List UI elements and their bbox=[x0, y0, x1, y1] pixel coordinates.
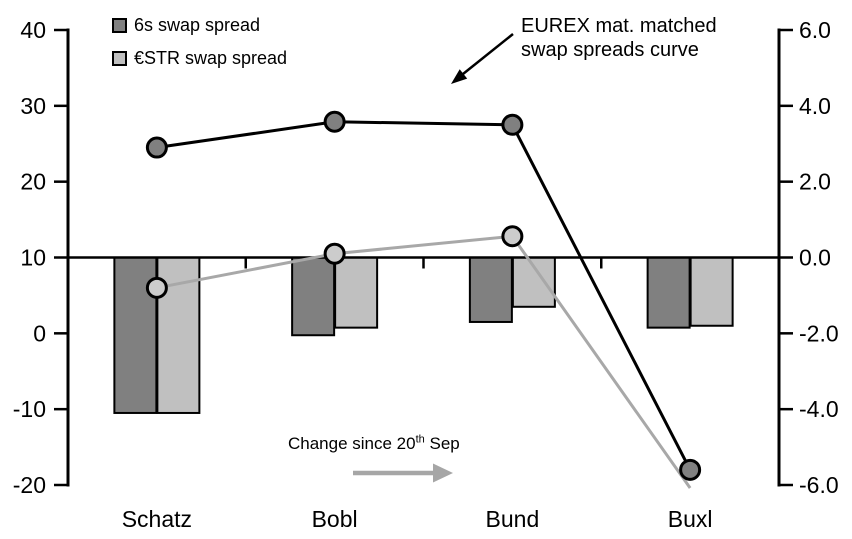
curve-annotation-arrow bbox=[462, 33, 514, 75]
legend-item-6s: 6s swap spread bbox=[112, 15, 287, 35]
category-label-bobl: Bobl bbox=[312, 506, 358, 532]
left-axis-tick-label: 20 bbox=[20, 169, 46, 195]
line-6s-curve bbox=[156, 120, 692, 471]
change-annotation-superscript: th bbox=[415, 433, 425, 446]
change-annotation: Change since 20th Sep bbox=[288, 434, 460, 454]
legend-item-estr: €STR swap spread bbox=[112, 48, 288, 68]
right-axis-tick-label: -4.0 bbox=[799, 396, 839, 422]
right-axis-tick-label: 6.0 bbox=[799, 17, 831, 43]
right-axis-tick-label: 4.0 bbox=[799, 93, 831, 119]
curve-annotation-line1: EUREX mat. matched bbox=[521, 15, 717, 37]
legend-swatch-estr-icon bbox=[112, 51, 127, 66]
bar-6s-bobl bbox=[291, 256, 336, 337]
left-axis-tick-label: 30 bbox=[20, 93, 46, 119]
left-axis-tick-label: 10 bbox=[20, 245, 46, 271]
line-estr-curve bbox=[156, 234, 692, 489]
change-annotation-arrowhead-icon bbox=[433, 463, 453, 483]
curve-annotation: EUREX mat. matched swap spreads curve bbox=[521, 14, 717, 62]
bar-6s-buxl bbox=[646, 256, 691, 329]
chart-legend: 6s swap spread €STR swap spread bbox=[112, 15, 288, 83]
marker-estr-bund bbox=[501, 225, 524, 248]
left-axis-tick-label: 0 bbox=[33, 320, 46, 346]
change-annotation-text-suffix: Sep bbox=[424, 434, 460, 453]
change-annotation-text: Change since 20 bbox=[288, 434, 416, 453]
right-axis-tick-label: -6.0 bbox=[799, 472, 839, 498]
category-label-buxl: Buxl bbox=[668, 506, 713, 532]
marker-6s-bund bbox=[501, 113, 524, 136]
marker-6s-schatz bbox=[145, 136, 168, 159]
curve-annotation-line2: swap spreads curve bbox=[521, 39, 699, 61]
category-label-bund: Bund bbox=[486, 506, 540, 532]
curve-annotation-arrowhead-icon bbox=[451, 69, 468, 84]
left-axis-tick-label: 40 bbox=[20, 17, 46, 43]
right-axis-tick-label: 2.0 bbox=[799, 169, 831, 195]
bar-estr-buxl bbox=[689, 256, 734, 327]
legend-label-6s: 6s swap spread bbox=[134, 15, 261, 35]
category-label-schatz: Schatz bbox=[122, 506, 192, 532]
right-axis-tick-label: -2.0 bbox=[799, 320, 839, 346]
right-axis-tick-label: 0.0 bbox=[799, 245, 831, 271]
marker-estr-schatz bbox=[145, 276, 168, 299]
marker-estr-bobl bbox=[323, 242, 346, 265]
legend-label-estr: €STR swap spread bbox=[134, 48, 288, 68]
bar-estr-bobl bbox=[334, 256, 379, 329]
left-axis-tick-label: -20 bbox=[13, 472, 46, 498]
left-axis-tick-label: -10 bbox=[13, 396, 46, 422]
bar-6s-bund bbox=[468, 256, 513, 323]
marker-6s-bobl bbox=[323, 110, 346, 133]
legend-swatch-6s-icon bbox=[112, 18, 127, 33]
marker-6s-buxl bbox=[679, 458, 702, 481]
